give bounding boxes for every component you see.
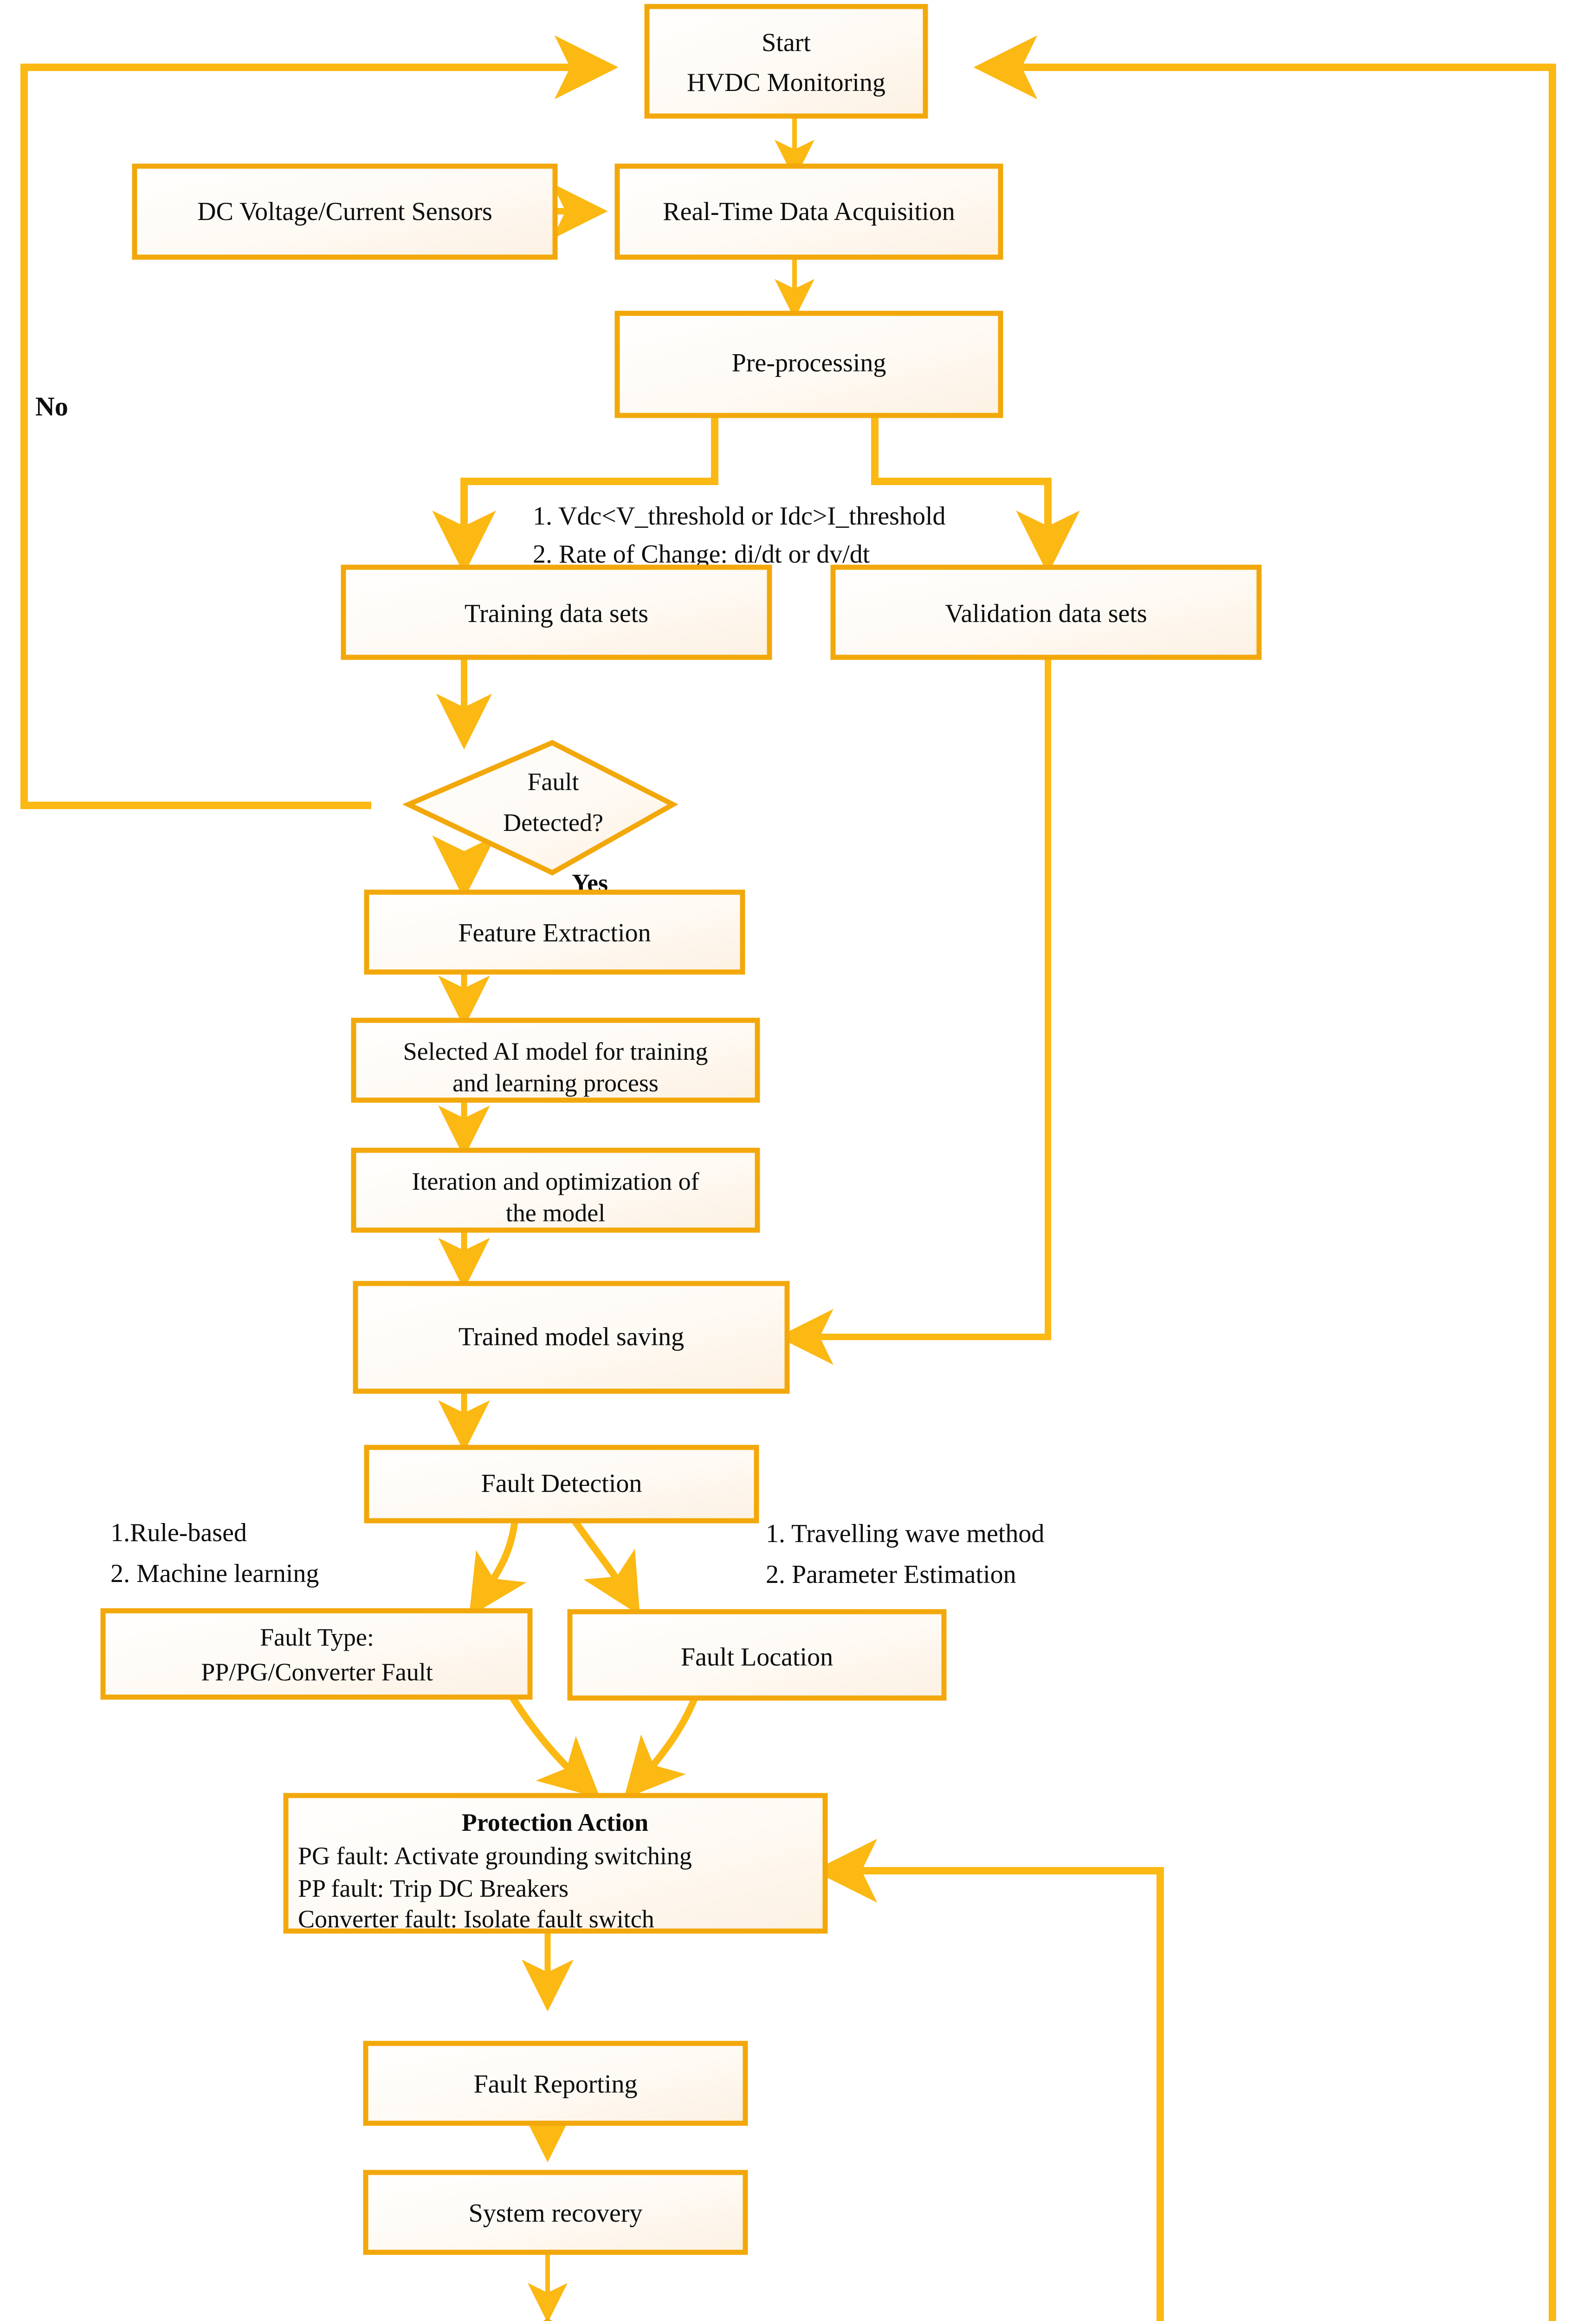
node-validation-label: Validation data sets [945,599,1147,628]
node-preprocessing-label: Pre-processing [732,349,886,377]
node-ai-model-line-2: and learning process [452,1069,659,1097]
node-fault-detection[interactable]: Fault Detection [364,1445,759,1524]
node-start[interactable]: Start HVDC Monitoring [644,4,928,119]
criteria-annotation: 1. Vdc<V_threshold or Idc>I_threshold 2.… [533,502,946,569]
edge-systemstable-no-to-protection [813,1839,1164,2321]
node-fault-type[interactable]: Fault Type: PP/PG/Converter Fault [100,1608,533,1700]
node-protection-heading: Protection Action [462,1809,648,1836]
left-branch-line-1: 1.Rule-based [110,1518,247,1547]
node-start-line-1: Start [762,28,811,57]
node-protection-action[interactable]: Protection Action PG fault: Activate gro… [283,1793,828,1934]
right-branch-line-1: 1. Travelling wave method [766,1519,1044,1548]
node-feature-extraction[interactable]: Feature Extraction [364,889,745,975]
node-acquisition[interactable]: Real-Time Data Acquisition [614,163,1003,260]
left-branch-line-2: 2. Machine learning [110,1559,319,1588]
node-iteration-line-2: the model [506,1199,605,1227]
node-fault-type-line-2: PP/PG/Converter Fault [201,1658,433,1686]
node-trained-model-saving-label: Trained model saving [459,1323,684,1351]
node-protection-line-3: Converter fault: Isolate fault switch [298,1905,654,1933]
node-iteration[interactable]: Iteration and optimization of the model [351,1148,760,1233]
edge-faulttype-to-protection [507,1692,601,1799]
criteria-line-2: 2. Rate of Change: di/dt or dv/dt [533,540,870,569]
edge-systemstable-yes-to-start [973,35,1556,2321]
edge-faultdetection-to-faulttype [469,1518,527,1617]
node-fault-location[interactable]: Fault Location [567,1609,947,1701]
node-ai-model-line-1: Selected AI model for training [403,1037,708,1065]
node-system-recovery[interactable]: System recovery [363,2170,748,2255]
branch-annotations: 1.Rule-based 2. Machine learning 1. Trav… [110,1518,1044,1589]
right-branch-line-2: 2. Parameter Estimation [766,1560,1016,1589]
node-protection-line-2: PP fault: Trip DC Breakers [298,1874,569,1902]
edge-label-fault-no: No [35,391,68,421]
node-start-line-2: HVDC Monitoring [687,68,885,97]
node-fault-detected[interactable]: Fault Detected? [402,739,678,876]
node-protection-line-1: PG fault: Activate grounding switching [298,1842,692,1870]
node-fault-type-line-1: Fault Type: [260,1623,374,1651]
node-fault-detected-line-2: Detected? [503,809,603,836]
node-fault-location-label: Fault Location [681,1643,833,1672]
connector-layer [20,35,1556,2321]
node-fault-detected-line-1: Fault [527,768,579,796]
node-ai-model[interactable]: Selected AI model for training and learn… [351,1018,760,1103]
edge-preprocessing-to-training [432,415,718,575]
edge-validation-to-trainedmodel [777,657,1051,1365]
node-trained-model-saving[interactable]: Trained model saving [353,1281,790,1394]
edge-preprocessing-to-validation [871,415,1080,575]
node-training[interactable]: Training data sets [341,564,772,660]
edge-faultlocation-to-protection [624,1693,700,1799]
node-acquisition-label: Real-Time Data Acquisition [663,197,955,226]
node-training-label: Training data sets [465,599,648,628]
node-sensors[interactable]: DC Voltage/Current Sensors [132,163,558,260]
node-fault-reporting[interactable]: Fault Reporting [363,2041,748,2126]
node-system-recovery-label: System recovery [469,2199,643,2228]
node-iteration-line-1: Iteration and optimization of [412,1167,699,1195]
node-fault-detection-label: Fault Detection [481,1469,642,1498]
edge-faultdetected-no-to-start [20,35,619,809]
node-fault-reporting-label: Fault Reporting [473,2070,637,2099]
edge-faultdetection-to-faultlocation [570,1517,640,1616]
node-preprocessing[interactable]: Pre-processing [614,311,1003,418]
node-feature-extraction-label: Feature Extraction [458,919,651,947]
node-validation[interactable]: Validation data sets [830,564,1262,660]
criteria-line-1: 1. Vdc<V_threshold or Idc>I_threshold [533,502,946,531]
node-sensors-label: DC Voltage/Current Sensors [197,197,492,226]
